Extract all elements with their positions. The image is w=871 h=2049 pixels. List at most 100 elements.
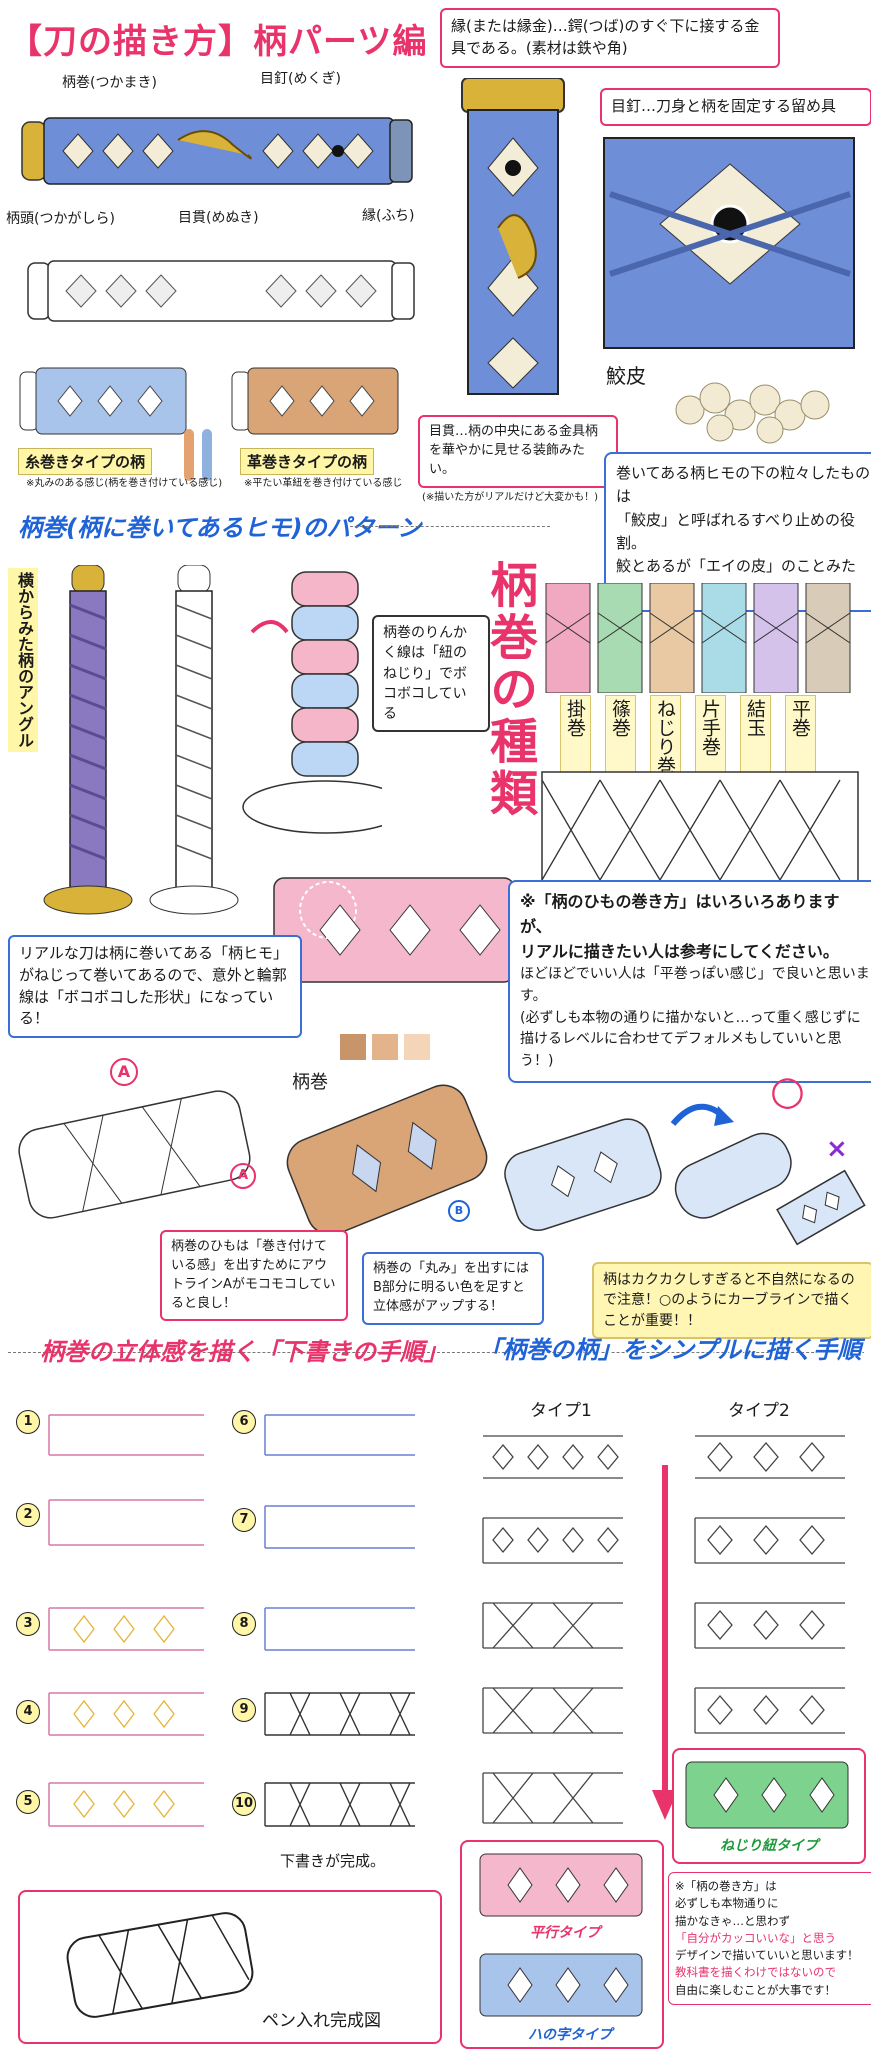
step-3-badge: 3 xyxy=(16,1612,40,1636)
side-angle-label: 横からみた柄のアングル xyxy=(8,568,38,752)
tsuka-3d-lineart xyxy=(18,1090,251,1219)
samegawa-label: 鮫皮 xyxy=(606,364,646,388)
final-line-5: デザインで描いていいと思います！ xyxy=(675,1948,859,1962)
label-menuki: 目貫(めぬき) xyxy=(178,210,259,226)
circle-mark: ○ xyxy=(770,1068,805,1114)
step-2-badge: 2 xyxy=(16,1503,40,1527)
samegawa-illustration xyxy=(675,382,830,444)
mekugi-note: 目釘…刀身と柄を固定する留め具 xyxy=(600,88,871,126)
type-katatemaki: 片手巻 xyxy=(695,695,726,779)
kinds-line-1: ※「柄のひもの巻き方」はいろいろありますが、 xyxy=(520,892,840,936)
heiko-label: 平行タイプ xyxy=(530,1925,600,1941)
a-note: 柄巻のひもは「巻き付けている感」を出すためにアウトラインAがモコモコしていると良… xyxy=(160,1230,348,1322)
kinds-line-3: ほどほどでいい人は「平巻っぽい感じ」で良いと思います。 xyxy=(520,966,870,1005)
divider-2 xyxy=(8,1352,864,1353)
type-hiramaki: 平巻 xyxy=(785,695,816,779)
simple-heading: 「柄巻の柄」をシンプルに描く手順 xyxy=(478,1336,862,1364)
type2-label: タイプ2 xyxy=(728,1401,790,1421)
step-1-badge: 1 xyxy=(16,1410,40,1434)
cross-mark: × xyxy=(826,1134,848,1164)
type1-steps xyxy=(482,1435,623,1824)
ito-type-label: 糸巻きタイプの柄 xyxy=(18,448,153,475)
wrap-types-lineart xyxy=(541,771,859,885)
wrap-types-color xyxy=(545,583,851,693)
tsuka-illustration-lineart xyxy=(27,260,415,322)
steps-heading: 柄巻の立体感を描く「下書きの手順」 xyxy=(40,1338,448,1366)
type1-label: タイプ1 xyxy=(530,1401,592,1421)
type2-steps xyxy=(694,1435,845,1734)
pink-tsuka-closeup xyxy=(273,877,515,983)
arrow-curved-blue xyxy=(670,1103,734,1126)
final-line-3: 描かなきゃ…と思わず xyxy=(675,1913,790,1928)
step-sketches-right xyxy=(264,1414,415,1827)
hachi-illustration xyxy=(479,1953,643,2017)
step-9-badge: 9 xyxy=(232,1698,256,1722)
mark-a-side: A xyxy=(230,1163,256,1189)
rounded-cylinder-good xyxy=(674,1132,792,1219)
tsuka-3d-blue xyxy=(504,1118,662,1231)
final-note: ※「柄の巻き方」は 必ずしも本物通りに 描かなきゃ…と思わず 「自分がカッコいい… xyxy=(668,1872,871,2005)
ink-final-illustration xyxy=(66,1912,254,2018)
step-4-badge: 4 xyxy=(16,1700,40,1724)
kawa-type-illustration xyxy=(231,367,399,435)
ito-type-note: ※丸みのある感じ(柄を巻き付けている感じ) xyxy=(26,478,223,489)
nejiri-illustration xyxy=(685,1761,849,1829)
cord-samples xyxy=(184,429,212,481)
final-line-1: ※「柄の巻き方」は xyxy=(675,1879,777,1893)
swatch-1 xyxy=(340,1034,366,1060)
kinds-box: ※「柄のひもの巻き方」はいろいろありますが、 リアルに描きたい人は参考にしてくだ… xyxy=(508,880,871,1083)
menuki-note: 目貫…柄の中央にある金具柄を華やかに見せる装飾みたい。 xyxy=(418,415,618,488)
step-10-badge: 10 xyxy=(232,1792,256,1816)
tsukamaki-label: 柄巻 xyxy=(292,1072,328,1093)
final-line-7: 自由に楽しむことが大事です！ xyxy=(675,1982,836,1997)
divider-1 xyxy=(350,526,550,527)
pattern-heading: 柄巻(柄に巻いてあるヒモ)のパターン xyxy=(18,514,422,542)
heiko-illustration xyxy=(479,1853,643,1917)
final-line-2: 必ずしも本物通りに xyxy=(675,1896,779,1911)
draft-done-label: 下書きが完成。 xyxy=(280,1852,386,1870)
ink-done-label: ペン入れ完成図 xyxy=(262,2011,381,2031)
square-block-bad xyxy=(776,1169,866,1246)
swatch-3 xyxy=(404,1034,430,1060)
label-kashira: 柄頭(つかがしら) xyxy=(6,211,115,227)
label-fuchi: 縁(ふち) xyxy=(362,208,415,224)
warn-note: 柄はカクカクしすぎると不自然になるので注意！○のようにカーブラインで描くことが重… xyxy=(592,1262,871,1339)
twist-closeup xyxy=(242,571,382,834)
final-line-6: 教科書を描くわけではないので xyxy=(675,1965,836,1980)
tsuka-vertical-closeup xyxy=(461,78,565,395)
real-note: リアルな刀は柄に巻いてある「柄ヒモ」がねじって巻いてあるので、意外と輪郭線は「ボ… xyxy=(8,935,302,1038)
mekugi-closeup xyxy=(603,137,855,349)
kinds-line-5: 描けるレベルに合わせてデフォルメもしていいと思う！) xyxy=(520,1031,842,1070)
b-note: 柄巻の「丸み」を出すにはB部分に明るい色を足すと立体感がアップする！ xyxy=(362,1252,544,1325)
final-line-4: 「自分がカッコいいな」と思う xyxy=(675,1930,836,1945)
kinds-line-2: リアルに描きたい人は参考にしてください。 xyxy=(520,941,839,961)
type-musubidama: 結玉 xyxy=(740,695,771,779)
type-kakemaki: 掛巻 xyxy=(560,695,591,779)
page-title: 【刀の描き方】柄パーツ編 xyxy=(8,22,428,62)
types-list: 掛巻 篠巻 ねじり巻 片手巻 結玉 平巻 xyxy=(560,695,871,779)
mark-a-top: A xyxy=(110,1058,138,1086)
ink-panel xyxy=(18,1890,442,2044)
swatches xyxy=(340,1034,430,1060)
step-sketches-left xyxy=(48,1414,204,1827)
twist-note: 柄巻のりんかく線は「紐のねじり」でボコボコしている xyxy=(372,615,490,733)
step-5-badge: 5 xyxy=(16,1790,40,1814)
label-tsukamaki: 柄巻(つかまき) xyxy=(62,75,157,91)
side-angle-tsuka-lineart xyxy=(149,565,239,915)
side-angle-tsuka-purple xyxy=(43,565,133,915)
mark-b: B xyxy=(448,1200,470,1222)
label-mekugi: 目釘(めくぎ) xyxy=(260,71,341,87)
kawa-type-note: ※平たい革紐を巻き付けている感じ xyxy=(244,478,403,489)
ito-type-illustration xyxy=(19,367,187,435)
step-8-badge: 8 xyxy=(232,1612,256,1636)
step-6-badge: 6 xyxy=(232,1410,256,1434)
samegawa-line-1: 巻いてある柄ヒモの下の粒々したものは xyxy=(616,464,871,506)
kinds-line-4: (必ずしも本物の通りに描かないと…って重く感じずに xyxy=(520,1009,861,1026)
swatch-2 xyxy=(372,1034,398,1060)
type-nejirimaki: ねじり巻 xyxy=(650,695,681,779)
type-shinomaki: 篠巻 xyxy=(605,695,636,779)
types-heading: 柄巻の種類 xyxy=(481,560,537,820)
down-arrow-red xyxy=(652,1465,678,1820)
nejiri-label: ねじり紐タイプ xyxy=(720,1838,818,1854)
kawa-type-label: 革巻きタイプの柄 xyxy=(240,448,375,475)
